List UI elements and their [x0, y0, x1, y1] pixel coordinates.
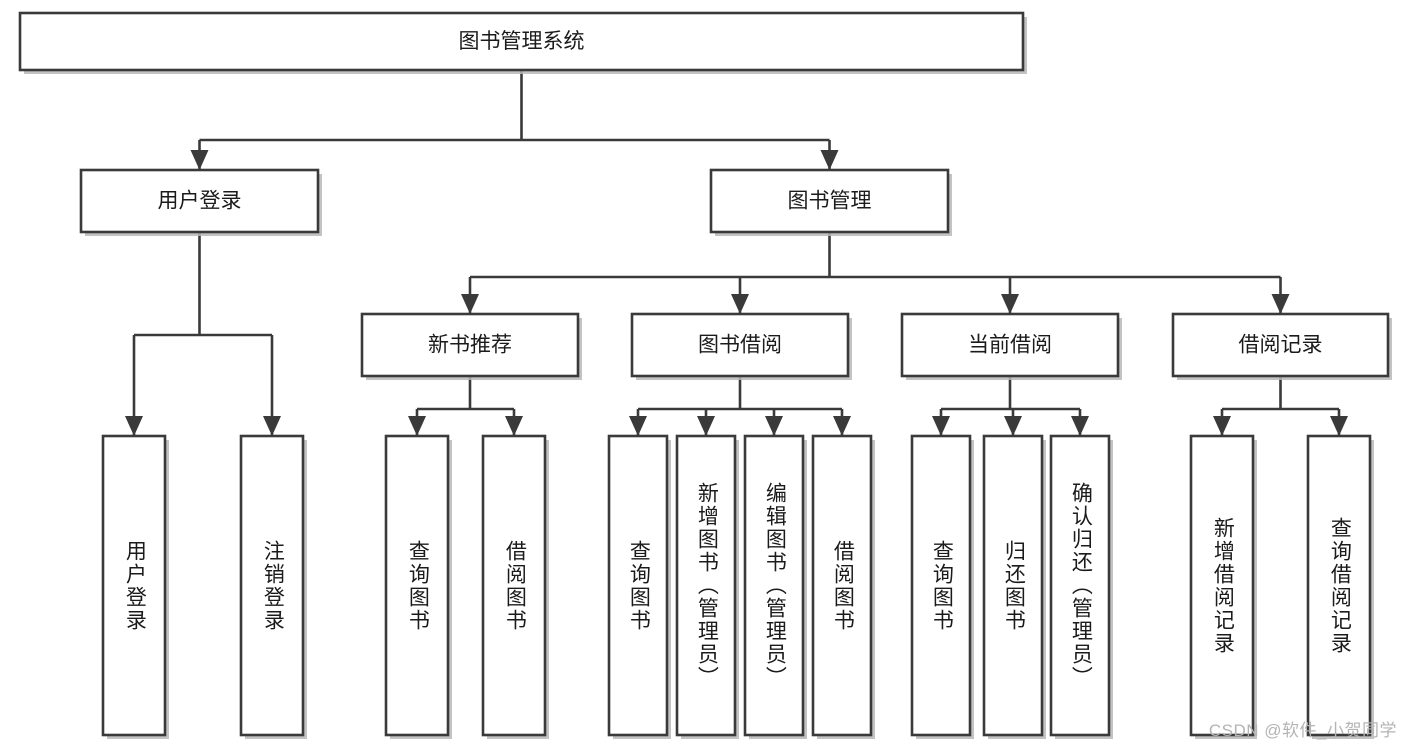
- conn-root-arrow-1: [820, 150, 839, 170]
- conn-new-book-rec-arrow-0: [408, 416, 426, 436]
- node-leaf-edit-book-admin: [743, 434, 805, 737]
- conn-borrow-record-arrow-0: [1213, 416, 1231, 436]
- node-level3-book-borrow: [630, 312, 850, 378]
- box-layer: [18, 11, 1392, 739]
- csdn-watermark: CSDN @软件_小贺同学: [1208, 721, 1397, 740]
- node-level3-borrow-record-label: 借阅记录: [1239, 334, 1323, 357]
- conn-book-borrow-arrow-2: [765, 416, 783, 436]
- conn-new-book-rec-arrow-1: [505, 416, 523, 436]
- conn-book-borrow-arrow-1: [697, 416, 715, 436]
- node-leaf-user-login-do: [101, 434, 167, 737]
- conn-book-borrow-arrow-3: [833, 416, 851, 436]
- conn-borrow-record-arrow-1: [1330, 416, 1348, 436]
- node-level2-book-manage-label: 图书管理: [788, 190, 872, 213]
- conn-book-manage-arrow-2: [1001, 294, 1019, 314]
- conn-user-login-arrow-0: [125, 416, 143, 436]
- node-level3-current-borrow: [900, 312, 1120, 378]
- node-root-label: 图书管理系统: [459, 30, 585, 53]
- node-level2-user-login-label: 用户登录: [158, 190, 242, 213]
- node-level3-new-book-rec-label: 新书推荐: [428, 334, 512, 357]
- node-level3-current-borrow-label: 当前借阅: [968, 334, 1052, 357]
- node-leaf-return-book: [982, 434, 1044, 737]
- node-leaf-borrow-book-2: [811, 434, 873, 737]
- conn-current-borrow-arrow-1: [1004, 416, 1022, 436]
- conn-book-borrow-arrow-0: [629, 416, 647, 436]
- node-leaf-query-book-3: [910, 434, 972, 737]
- node-leaf-add-borrow-record: [1189, 434, 1255, 737]
- conn-root-arrow-0: [190, 150, 209, 170]
- node-leaf-query-book-2: [607, 434, 669, 737]
- node-leaf-user-logout: [239, 434, 305, 737]
- node-level3-new-book-rec: [360, 312, 580, 378]
- conn-current-borrow-arrow-0: [932, 416, 950, 436]
- node-leaf-query-book-1: [384, 434, 450, 737]
- node-leaf-borrow-book-1: [481, 434, 547, 737]
- node-level2-book-manage: [709, 168, 950, 234]
- node-leaf-query-borrow-record: [1306, 434, 1372, 737]
- conn-book-manage-arrow-3: [1271, 294, 1290, 314]
- node-level2-user-login: [79, 168, 320, 234]
- node-leaf-add-book-admin: [675, 434, 737, 737]
- node-root: [18, 11, 1025, 72]
- node-level3-book-borrow-label: 图书借阅: [698, 334, 782, 357]
- connector-layer: [125, 70, 1348, 436]
- conn-book-manage-arrow-1: [731, 294, 749, 314]
- conn-current-borrow-arrow-2: [1071, 416, 1089, 436]
- conn-book-manage-arrow-0: [461, 294, 479, 314]
- conn-user-login-arrow-1: [263, 416, 281, 436]
- node-leaf-confirm-return-admin: [1049, 434, 1111, 737]
- node-level3-borrow-record: [1171, 312, 1390, 378]
